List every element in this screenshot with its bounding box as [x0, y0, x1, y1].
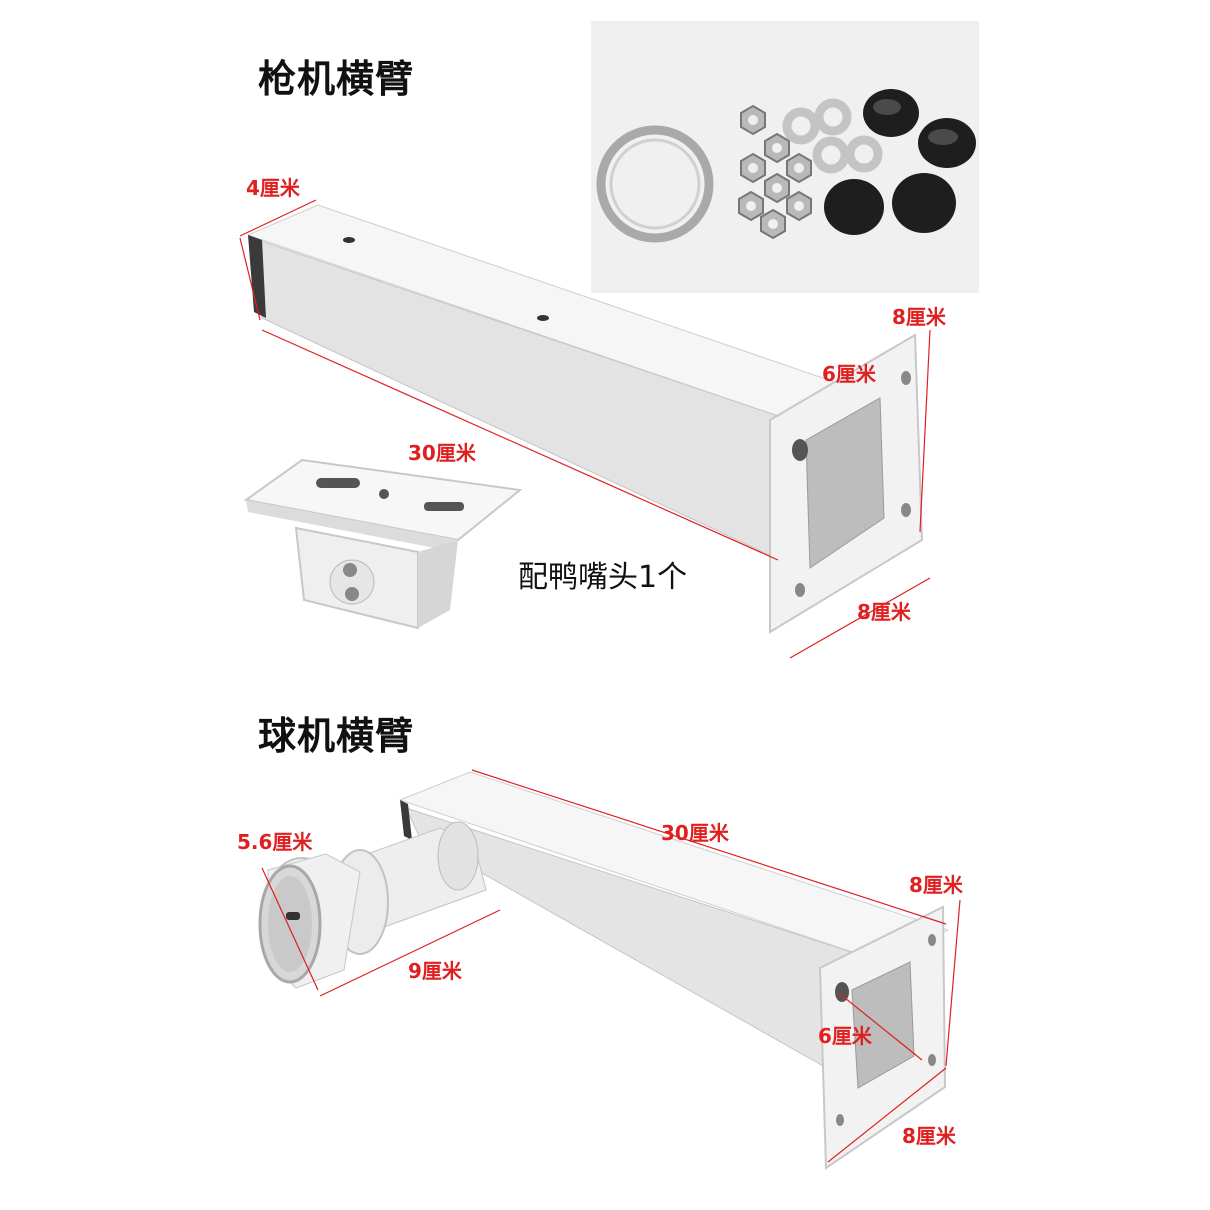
- ring-clamp: [596, 125, 714, 243]
- gun-bracket-title: 枪机横臂: [258, 57, 415, 101]
- dome-neck-dimension: 9厘米: [408, 959, 462, 983]
- dome-plate-height-dimension: 8厘米: [909, 873, 963, 897]
- dome-bracket-title: 球机横臂: [258, 714, 415, 758]
- dome-tube-dimension: 6厘米: [818, 1024, 872, 1048]
- gun-tube-dimension: 6厘米: [822, 362, 876, 386]
- gun-bracket-plate: [769, 333, 924, 634]
- gun-plate-width-dimension: 8厘米: [857, 600, 911, 624]
- washers: [782, 98, 883, 174]
- dome-bracket-arm: [258, 771, 950, 1081]
- dome-bracket-plate: [818, 905, 947, 1170]
- duck-mouth-note: 配鸭嘴头1个: [518, 560, 688, 595]
- dome-diameter-dimension: 5.6厘米: [237, 830, 313, 854]
- gun-plate-height-dimension: 8厘米: [892, 305, 946, 329]
- dome-dimension-lines: [261, 769, 961, 1163]
- gun-length-dimension: 30厘米: [408, 441, 476, 465]
- gun-dimension-lines: [239, 199, 931, 659]
- gun-depth-dimension: 4厘米: [246, 176, 300, 200]
- accessory-parts-photo: [591, 21, 979, 293]
- dome-length-dimension: 30厘米: [661, 821, 729, 845]
- dome-plate-width-dimension: 8厘米: [902, 1124, 956, 1148]
- duck-mouth-mount: [243, 458, 523, 630]
